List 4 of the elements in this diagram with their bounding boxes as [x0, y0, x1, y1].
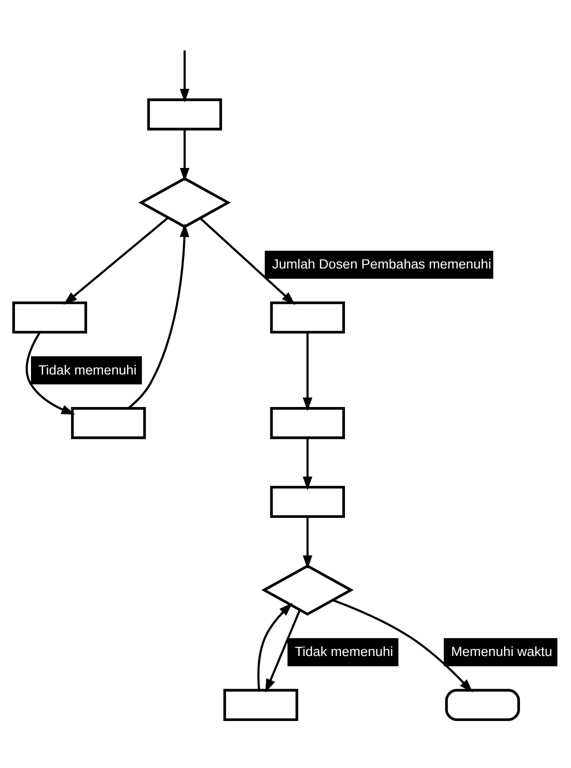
- edge-label: Tidak memenuhi: [38, 362, 137, 377]
- edge-label: Jumlah Dosen Pembahas memenuhi: [272, 256, 492, 272]
- edge-label: Tidak memenuhi: [294, 644, 394, 659]
- edge-label: Memenuhi waktu: [451, 644, 552, 659]
